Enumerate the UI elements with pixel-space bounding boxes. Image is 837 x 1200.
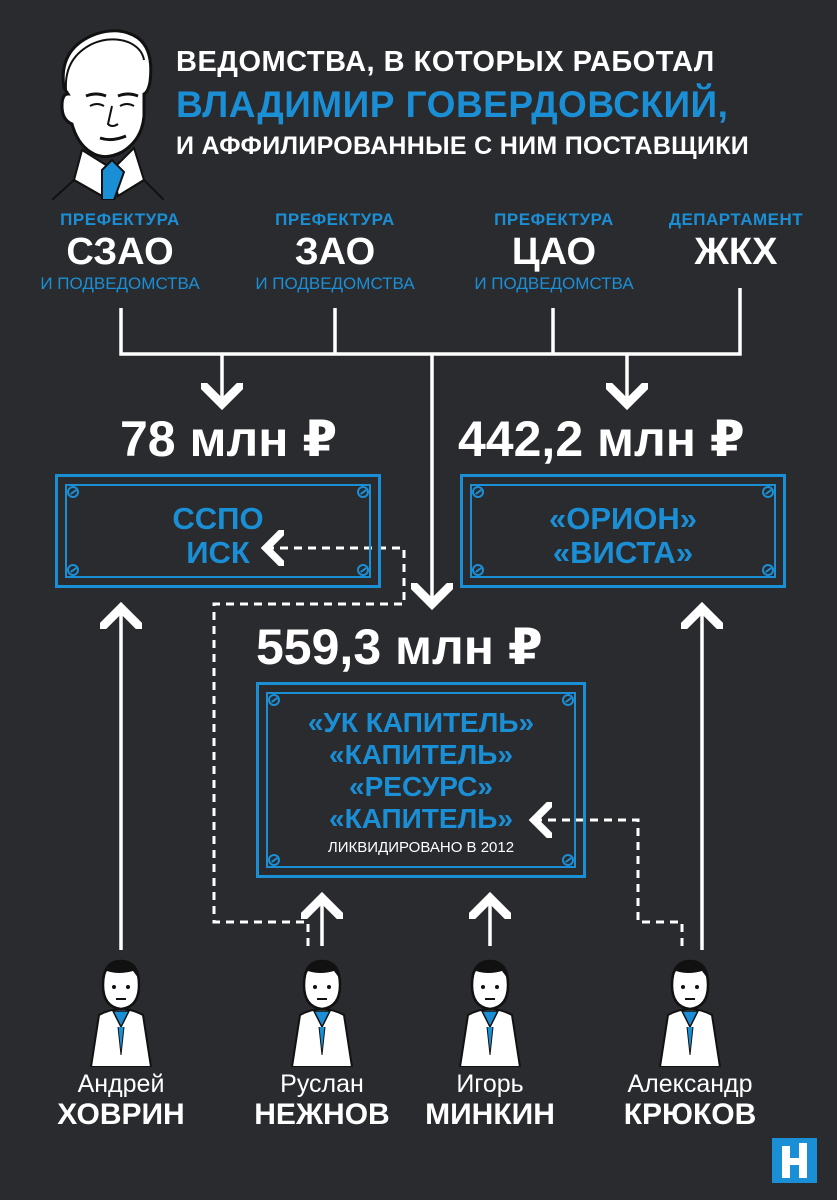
amount-left: 78 млн ₽ — [120, 411, 338, 467]
agency-type: ДЕПАРТАМЕНТ — [668, 210, 804, 229]
plate-right: «ОРИОН» «ВИСТА» — [460, 474, 786, 588]
agency-sub: И ПОДВЕДОМСТВА — [474, 274, 634, 293]
title-name: ВЛАДИМИР ГОВЕРДОВСКИЙ, — [176, 84, 729, 125]
company-orion: «ОРИОН» — [548, 501, 698, 536]
amount-right: 442,2 млн ₽ — [458, 411, 745, 467]
screw-icon — [268, 854, 280, 866]
company-sspo: ССПО — [172, 501, 264, 536]
plate-left: ССПО ИСК — [55, 474, 381, 588]
person-first-name: Андрей — [77, 1070, 165, 1098]
novaya-gazeta-logo-icon — [772, 1138, 817, 1183]
agency-name: СЗАО — [66, 231, 174, 273]
screw-icon — [268, 694, 280, 706]
screw-icon — [357, 564, 369, 576]
agency-zao: ПРЕФЕКТУРА ЗАО И ПОДВЕДОМСТВА — [225, 210, 445, 294]
person-first-name: Игорь — [456, 1070, 524, 1098]
businessman-icon — [458, 959, 522, 1067]
screw-icon — [562, 694, 574, 706]
company-kapitel-liquidated: «КАПИТЕЛЬ» — [329, 803, 513, 834]
agency-zhkh: ДЕПАРТАМЕНТ ЖКХ — [626, 210, 837, 274]
agency-type: ПРЕФЕКТУРА — [494, 210, 614, 229]
agency-szao: ПРЕФЕКТУРА СЗАО И ПОДВЕДОМСТВА — [10, 210, 230, 294]
person-first-name: Александр — [627, 1070, 753, 1098]
screw-icon — [562, 854, 574, 866]
agency-sub: И ПОДВЕДОМСТВА — [40, 274, 200, 293]
agency-name: ЗАО — [294, 231, 376, 273]
amount-center: 559,3 млн ₽ — [256, 619, 543, 675]
agency-name: ЖКХ — [694, 231, 778, 273]
screw-icon — [762, 486, 774, 498]
company-isk: ИСК — [186, 535, 250, 570]
person-last-name: КРЮКОВ — [623, 1098, 757, 1131]
agency-cao: ПРЕФЕКТУРА ЦАО И ПОДВЕДОМСТВА — [444, 210, 664, 294]
screw-icon — [472, 486, 484, 498]
screw-icon — [67, 564, 79, 576]
plate-center: «УК КАПИТЕЛЬ» «КАПИТЕЛЬ» «РЕСУРС» «КАПИТ… — [256, 682, 586, 878]
businessman-icon — [89, 959, 153, 1067]
agency-name: ЦАО — [511, 231, 597, 273]
dashed-nezhnov-to-isk — [212, 548, 406, 946]
businessman-icon — [658, 959, 722, 1067]
company-resurs: «РЕСУРС» — [349, 771, 493, 802]
screw-icon — [472, 564, 484, 576]
person-last-name: ХОВРИН — [57, 1098, 185, 1131]
agency-sub: И ПОДВЕДОМСТВА — [255, 274, 415, 293]
agency-type: ПРЕФЕКТУРА — [275, 210, 395, 229]
liquidated-note: ЛИКВИДИРОВАНО В 2012 — [327, 839, 515, 856]
agency-type: ПРЕФЕКТУРА — [60, 210, 180, 229]
company-kapitel: «КАПИТЕЛЬ» — [329, 739, 513, 770]
screw-icon — [67, 486, 79, 498]
screw-icon — [762, 564, 774, 576]
title-line-1: ВЕДОМСТВА, В КОТОРЫХ РАБОТАЛ — [176, 46, 715, 78]
company-uk-kapitel: «УК КАПИТЕЛЬ» — [307, 707, 535, 738]
person-last-name: НЕЖНОВ — [254, 1098, 390, 1131]
businessman-icon — [290, 959, 354, 1067]
portrait-icon — [52, 29, 164, 200]
screw-icon — [357, 486, 369, 498]
title-line-3: И АФФИЛИРОВАННЫЕ С НИМ ПОСТАВЩИКИ — [176, 132, 750, 160]
person-last-name: МИНКИН — [425, 1098, 555, 1131]
person-first-name: Руслан — [280, 1070, 364, 1098]
bracket-line — [119, 288, 742, 356]
dashed-krukov-to-kapitel — [534, 820, 684, 946]
company-vista: «ВИСТА» — [552, 535, 694, 570]
